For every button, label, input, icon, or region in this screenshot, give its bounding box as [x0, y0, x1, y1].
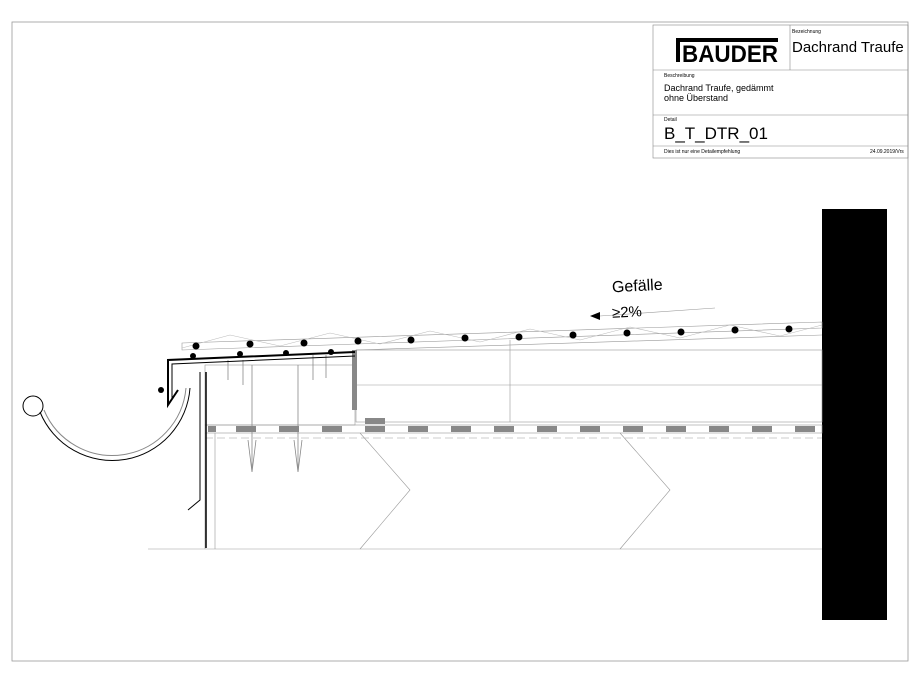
roof-layers [148, 321, 823, 550]
title-block-frame [652, 24, 909, 159]
detail-code: B_T_DTR_01 [664, 124, 768, 143]
slope-label: Gefälle [611, 276, 664, 297]
disclaimer-note: Dies ist nur eine Detailempfehlung [664, 149, 741, 155]
insulation-hatching [208, 350, 815, 432]
beschreibung-line2: ohne Überstand [664, 93, 729, 103]
eaves-flashing [167, 351, 356, 548]
date-author: 24.09.2019/Vrs [870, 149, 904, 155]
membrane-fastening-dots [158, 325, 793, 393]
fasteners [227, 355, 327, 473]
wall [822, 209, 887, 620]
svg-text:BAUDER: BAUDER [682, 41, 778, 68]
detail-label: Detail [664, 117, 677, 123]
beschreibung-line1: Dachrand Traufe, gedämmt [664, 83, 774, 93]
drawing-frame [11, 21, 909, 662]
bauder-logo: BAUDER [676, 38, 778, 68]
slope-value: ≥2% [611, 303, 643, 322]
bezeichnung-label: Bezeichnung [792, 29, 821, 35]
slope-arrow [590, 307, 716, 320]
gutter [22, 387, 191, 461]
beschreibung-label: Beschreibung [664, 73, 695, 79]
bezeichnung-value: Dachrand Traufe [792, 39, 904, 56]
